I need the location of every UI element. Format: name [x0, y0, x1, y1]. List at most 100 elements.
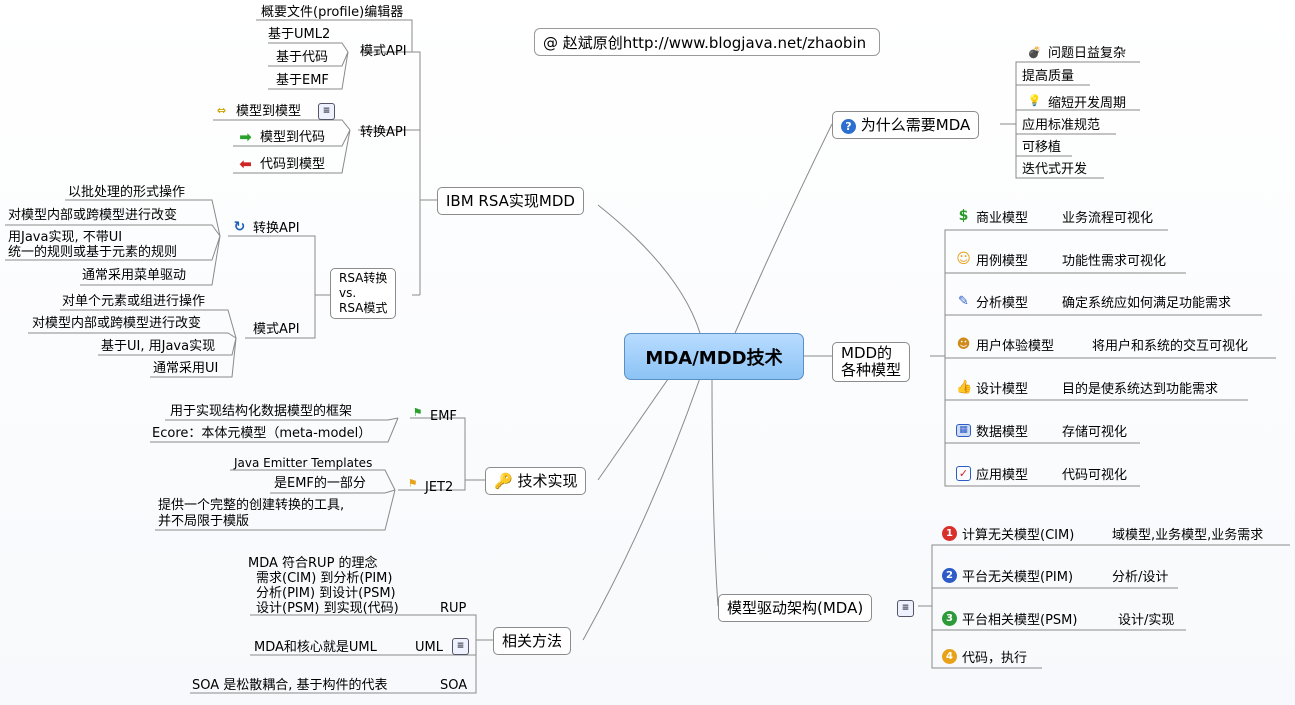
- emf-based-label: 基于EMF: [276, 73, 329, 88]
- transform-api-sub-label: 转换API: [253, 221, 300, 236]
- pencil-icon: ✎: [958, 294, 969, 309]
- code-to-model-label: 代码到模型: [260, 157, 326, 172]
- rup-label: RUP: [440, 601, 467, 616]
- model-desc-5: 目的是使系统达到功能需求: [1062, 382, 1219, 397]
- model-name-5: 设计模型: [976, 382, 1029, 397]
- mda-desc-2: 分析/设计: [1112, 570, 1169, 585]
- tool-text-1: 提供一个完整的创建转换的工具,: [158, 498, 345, 513]
- mda-item-1: 计算无关模型(CIM): [962, 528, 1075, 543]
- model-name-1: 商业模型: [976, 211, 1029, 226]
- ibm-rsa-topic[interactable]: IBM RSA实现MDD: [437, 187, 584, 215]
- rup-line-4: 设计(PSM) 到实现(代码): [256, 601, 399, 616]
- mdd-title-line2: 各种模型: [841, 361, 902, 379]
- central-topic[interactable]: MDA/MDD技术: [624, 333, 804, 380]
- model-desc-4: 将用户和系统的交互可视化: [1092, 339, 1249, 354]
- why-item-3: 缩短开发周期: [1048, 96, 1127, 111]
- model-name-4: 用户体验模型: [976, 339, 1055, 354]
- orange-flag-icon: ⚑: [407, 477, 418, 490]
- smiley-icon: ☺: [956, 251, 971, 267]
- mda-topic[interactable]: 模型驱动架构(MDA): [718, 594, 873, 622]
- note-icon-uml: ≡: [452, 638, 469, 655]
- pattern-api-sub-label: 模式API: [253, 322, 300, 337]
- left-arrow-icon: ⬅: [239, 155, 252, 173]
- mda-item-4: 代码，执行: [962, 651, 1028, 666]
- mda-item-2: 平台无关模型(PIM): [962, 570, 1074, 585]
- rsa-compare-line3: RSA模式: [339, 301, 388, 315]
- checkbox-icon: ✓: [956, 466, 971, 481]
- note-icon-mda: ≡: [897, 600, 914, 617]
- tech-topic[interactable]: 🔑 技术实现: [485, 467, 587, 495]
- model-desc-1: 业务流程可视化: [1062, 211, 1154, 226]
- jet2-label: JET2: [425, 480, 454, 495]
- user-icon: ☻: [956, 337, 971, 352]
- code-based-label: 基于代码: [276, 50, 329, 65]
- emf-label: EMF: [430, 409, 457, 424]
- menu-driven-text: 通常采用菜单驱动: [82, 268, 187, 283]
- number-2-icon: 2: [942, 568, 957, 583]
- refresh-icon: ↻: [233, 219, 246, 235]
- author-banner[interactable]: @ 赵斌原创http://www.blogjava.net/zhaobin: [534, 28, 880, 56]
- batch-text: 以批处理的形式操作: [68, 185, 186, 200]
- model-desc-2: 功能性需求可视化: [1062, 254, 1167, 269]
- rules-text: 统一的规则或基于元素的规则: [8, 245, 178, 260]
- lightbulb-icon: 💡: [1027, 94, 1042, 107]
- why-item-1: 问题日益复杂: [1048, 46, 1127, 61]
- mda-desc-3: 设计/实现: [1118, 613, 1175, 628]
- key-icon: 🔑: [494, 472, 513, 490]
- bomb-icon: 💣: [1027, 46, 1042, 59]
- mdd-models-topic[interactable]: MDD的 各种模型: [832, 342, 911, 382]
- rsa-compare-topic[interactable]: RSA转换 vs. RSA模式: [330, 268, 397, 319]
- why-title: 为什么需要MDA: [860, 116, 971, 134]
- rup-line-2: 需求(CIM) 到分析(PIM): [256, 571, 393, 586]
- mdd-title-line1: MDD的: [841, 344, 893, 362]
- database-icon: ▦: [956, 424, 971, 437]
- note-icon: ≡: [318, 103, 335, 120]
- why-item-5: 可移植: [1022, 140, 1062, 155]
- double-arrow-icon: ⇔: [216, 104, 227, 117]
- model-name-7: 应用模型: [976, 468, 1029, 483]
- uml2-label: 基于UML2: [268, 27, 331, 42]
- methods-topic[interactable]: 相关方法: [493, 627, 572, 655]
- model-desc-6: 存储可视化: [1062, 425, 1128, 440]
- why-item-6: 迭代式开发: [1022, 162, 1088, 177]
- element-ops-text: 对单个元素或组进行操作: [62, 294, 206, 309]
- uml-text: MDA和核心就是UML: [254, 640, 377, 655]
- why-item-2: 提高质量: [1022, 69, 1075, 84]
- soa-label: SOA: [440, 678, 468, 693]
- model-name-3: 分析模型: [976, 296, 1029, 311]
- why-mda-topic[interactable]: ? 为什么需要MDA: [832, 111, 980, 139]
- model-to-model-label: 模型到模型: [236, 104, 302, 119]
- number-3-icon: 3: [942, 611, 957, 626]
- green-flag-icon: ⚑: [412, 406, 423, 419]
- transform-api-label: 转换API: [360, 125, 407, 140]
- tool-text-2: 并不局限于模版: [158, 514, 250, 529]
- number-1-icon: 1: [942, 526, 957, 541]
- model-to-code-label: 模型到代码: [260, 130, 326, 145]
- number-4-icon: 4: [942, 649, 957, 664]
- model-name-6: 数据模型: [976, 425, 1029, 440]
- ui-usual-text: 通常采用UI: [153, 361, 219, 376]
- thumbs-up-icon: 👍: [956, 380, 973, 395]
- java-no-ui-text: 用Java实现, 不带UI: [8, 230, 123, 245]
- mda-item-3: 平台相关模型(PSM): [962, 613, 1078, 628]
- rsa-compare-line1: RSA转换: [339, 271, 388, 285]
- ecore-text: Ecore：本体元模型（meta-model）: [152, 426, 372, 441]
- why-item-4: 应用标准规范: [1022, 118, 1101, 133]
- emf-framework-text: 用于实现结构化数据模型的框架: [170, 404, 353, 419]
- dollar-icon: $: [958, 208, 969, 224]
- soa-text: SOA 是松散耦合, 基于构件的代表: [192, 678, 388, 693]
- rup-line-3: 分析(PIM) 到设计(PSM): [256, 586, 396, 601]
- right-arrow-icon: ➡: [239, 128, 252, 146]
- mda-desc-1: 域模型,业务模型,业务需求: [1112, 528, 1264, 543]
- model-desc-7: 代码可视化: [1062, 468, 1128, 483]
- uml-label: UML: [415, 640, 443, 655]
- model-name-2: 用例模型: [976, 254, 1029, 269]
- jet-templates-text: Java Emitter Templates: [234, 456, 373, 470]
- emf-part-text: 是EMF的一部分: [274, 476, 366, 491]
- question-icon: ?: [841, 119, 856, 134]
- profile-editor-label: 概要文件(profile)编辑器: [261, 5, 404, 20]
- rsa-compare-line2: vs.: [339, 286, 357, 300]
- model-desc-3: 确定系统应如何满足功能需求: [1062, 296, 1232, 311]
